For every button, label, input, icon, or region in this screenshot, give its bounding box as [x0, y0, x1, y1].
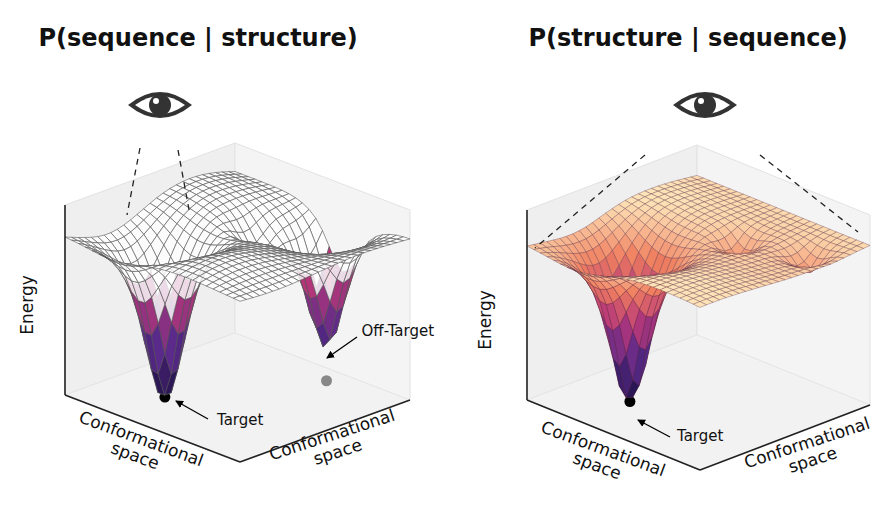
callout-arrow — [176, 337, 670, 437]
eye-icon — [128, 92, 192, 118]
energy-surface — [65, 172, 410, 396]
callout-label: Target — [217, 413, 263, 429]
view-cone-line — [127, 148, 858, 248]
callout-label: Off-Target — [362, 324, 435, 340]
eye-icon — [673, 92, 737, 118]
axis-label: Energy — [19, 275, 37, 335]
landscape-panel — [527, 145, 870, 470]
energy-surface — [527, 175, 870, 397]
panel-title: P(sequence | structure) — [39, 26, 358, 51]
minimum-marker — [321, 375, 332, 386]
panel-title: P(structure | sequence) — [529, 26, 848, 51]
axis-label: Energy — [477, 290, 495, 350]
landscape-panel — [65, 143, 410, 462]
callout-label: Target — [677, 429, 723, 445]
